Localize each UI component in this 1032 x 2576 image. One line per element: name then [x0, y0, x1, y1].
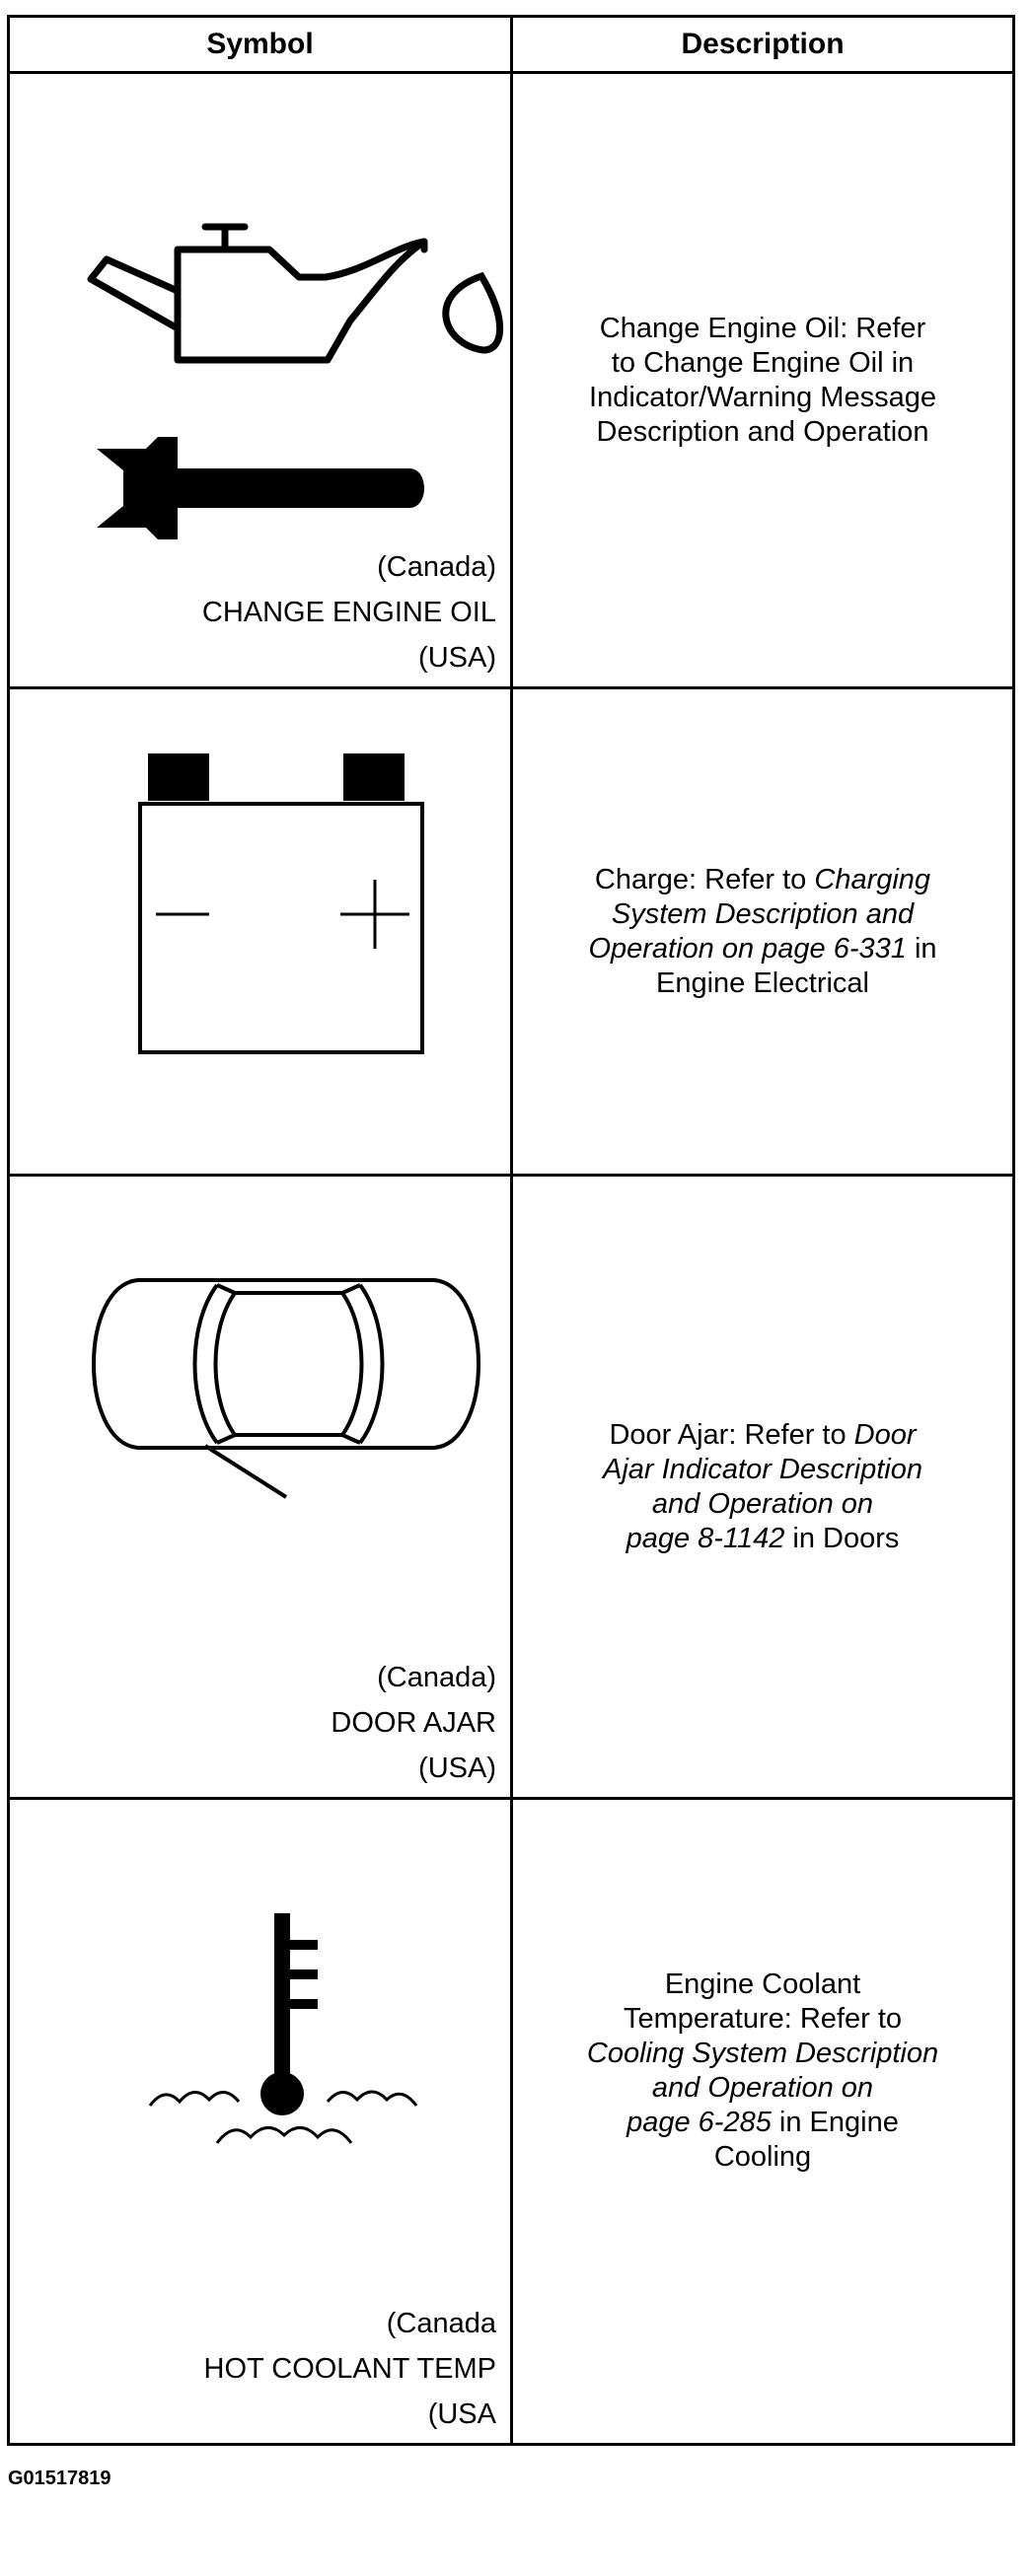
caption-line: CHANGE ENGINE OIL [201, 597, 496, 628]
description-link-text: page 6-285 [627, 2107, 772, 2138]
symbol-cell: (Canada HOT COOLANT TEMP (USA [10, 1800, 510, 2443]
description-link-text: Operation on page 6-331 [588, 932, 907, 965]
caption-line: (USA [427, 2398, 496, 2430]
description-text: Door Ajar: Refer to [609, 1418, 854, 1451]
description-link-text: Charging [814, 863, 931, 895]
description-text: Engine Coolant [664, 1968, 861, 2000]
table-header: Symbol Description [10, 18, 1012, 74]
figure-code: G01517819 [8, 2468, 111, 2489]
description-link-text: page 8-1142 [626, 1522, 785, 1554]
symbol-cell: (Canada) DOOR AJAR (USA) [10, 1177, 510, 1797]
description-link-text: and Operation on [651, 2072, 874, 2104]
caption-line: (Canada [386, 2308, 496, 2339]
caption-line: HOT COOLANT TEMP [203, 2353, 497, 2385]
table-row: (Canada HOT COOLANT TEMP (USA Engine Coo… [10, 1800, 1012, 2443]
symbol-caption: (Canada) CHANGE ENGINE OIL (USA) [202, 544, 496, 680]
header-description: Description [681, 28, 845, 60]
description-cell: Charge: Refer to Charging System Descrip… [513, 689, 1012, 1174]
description-cell: Engine Coolant Temperature: Refer to Coo… [513, 1800, 1012, 2443]
description-link-text: Ajar Indicator Description [603, 1453, 922, 1485]
coolant-thermometer-icon [148, 1913, 418, 2144]
description-cell: Change Engine Oil: Refer to Change Engin… [513, 74, 1012, 686]
description-link-text: Cooling System Description [586, 2038, 939, 2069]
caption-line: (USA) [418, 642, 496, 674]
description-text: in Engine [771, 2107, 899, 2138]
description-text: in Doors [784, 1522, 900, 1554]
description-text: in [906, 932, 937, 965]
symbol-table: Symbol Description (Canada) [7, 15, 1015, 2446]
table-row: (Canada) CHANGE ENGINE OIL (USA) Change … [10, 74, 1012, 689]
symbol-cell [10, 689, 510, 1174]
caption-line: (USA) [418, 1753, 496, 1784]
description-text: Charge: Refer to [594, 863, 815, 895]
door-ajar-car-icon [92, 1278, 480, 1499]
header-symbol: Symbol [206, 28, 314, 60]
description-text: Engine Electrical [656, 966, 869, 999]
description-link-text: and Operation on [651, 1487, 874, 1520]
description-text: to Change Engine Oil in [611, 346, 915, 379]
table-row: Charge: Refer to Charging System Descrip… [10, 689, 1012, 1177]
table-row: (Canada) DOOR AJAR (USA) Door Ajar: Refe… [10, 1177, 1012, 1800]
symbol-caption: (Canada HOT COOLANT TEMP (USA [204, 2301, 497, 2437]
column-divider [510, 18, 513, 2443]
caption-line: (Canada) [377, 1662, 496, 1693]
description-link-text: Door [853, 1418, 917, 1451]
description-text: Temperature: Refer to [623, 2003, 903, 2035]
description-link-text: System Description and [611, 897, 915, 930]
battery-charge-icon [138, 753, 424, 1054]
description-text: Indicator/Warning Message [589, 381, 936, 413]
caption-line: DOOR AJAR [331, 1707, 496, 1739]
caption-line: (Canada) [377, 551, 496, 583]
description-text: Change Engine Oil: Refer [599, 312, 926, 344]
change-engine-oil-icon [87, 223, 504, 539]
description-text: Description and Operation [596, 415, 929, 448]
symbol-cell: (Canada) CHANGE ENGINE OIL (USA) [10, 74, 510, 686]
symbol-caption: (Canada) DOOR AJAR (USA) [331, 1655, 496, 1791]
description-text: Cooling [713, 2141, 812, 2173]
description-cell: Door Ajar: Refer to Door Ajar Indicator … [513, 1177, 1012, 1797]
